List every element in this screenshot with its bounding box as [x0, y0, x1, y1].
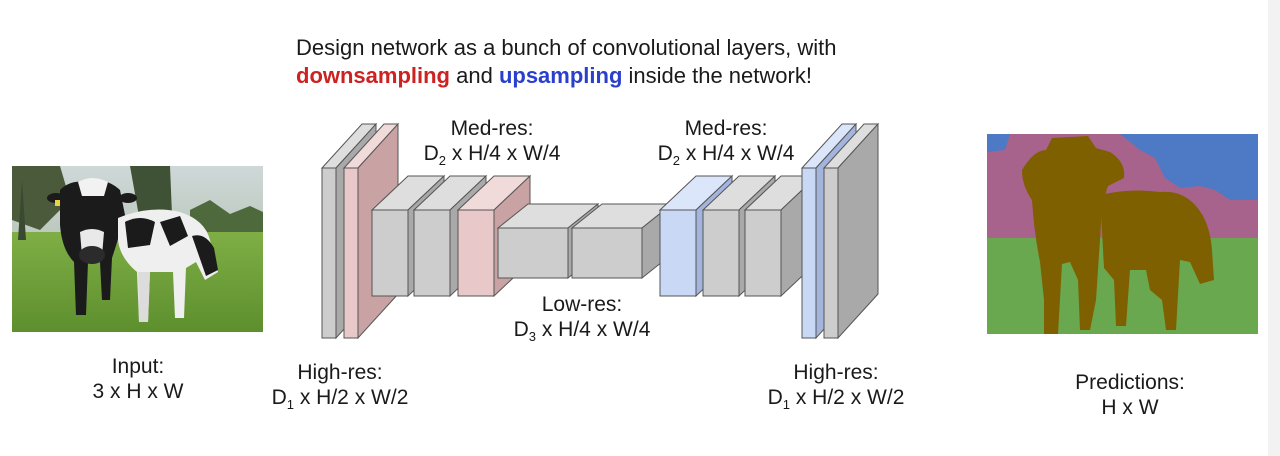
network-blocks	[320, 122, 880, 340]
seg-cow-right	[1100, 190, 1214, 330]
upsampling-word: upsampling	[498, 63, 623, 88]
predictions-label-dims: H x W	[1101, 396, 1159, 419]
title-line-2: downsampling and upsampling inside the n…	[296, 62, 837, 90]
input-label-title: Input:	[111, 355, 165, 378]
title-line-1: Design network as a bunch of convolution…	[296, 35, 837, 60]
med-res-left-title: Med-res:	[450, 117, 534, 140]
prediction-image	[987, 134, 1258, 334]
input-label: Input: 3 x H x W	[78, 354, 198, 404]
input-label-dims: 3 x H x W	[92, 380, 184, 403]
block-high-res-4	[822, 122, 880, 340]
high-res-right-title: High-res:	[793, 361, 879, 384]
high-res-right-label: High-res: D1 x H/2 x W/2	[746, 360, 926, 417]
low-res-dims: D3 x H/4 x W/4	[513, 318, 651, 345]
predictions-label: Predictions: H x W	[1050, 370, 1210, 420]
block-low-res-2	[570, 202, 674, 280]
diagram-title: Design network as a bunch of convolution…	[296, 34, 837, 90]
title-rest: inside the network!	[622, 63, 812, 88]
block-low-res-1	[496, 202, 600, 280]
seg-cow-left	[1022, 136, 1125, 334]
title-and: and	[450, 63, 499, 88]
high-res-right-dims: D1 x H/2 x W/2	[767, 386, 905, 413]
seg-sky-blue	[1120, 134, 1258, 200]
low-res-title: Low-res:	[541, 293, 623, 316]
high-res-left-label: High-res: D1 x H/2 x W/2	[250, 360, 430, 417]
predictions-label-title: Predictions:	[1075, 371, 1185, 394]
med-res-right-dims: D2 x H/4 x W/4	[657, 142, 795, 169]
med-res-left-dims: D2 x H/4 x W/4	[423, 142, 561, 169]
input-image	[12, 166, 263, 332]
med-res-left-label: Med-res: D2 x H/4 x W/4	[402, 116, 582, 173]
downsampling-word: downsampling	[296, 63, 450, 88]
high-res-left-dims: D1 x H/2 x W/2	[271, 386, 409, 413]
med-res-right-label: Med-res: D2 x H/4 x W/4	[636, 116, 816, 173]
low-res-label: Low-res: D3 x H/4 x W/4	[492, 292, 672, 349]
scrollbar-track	[1268, 0, 1280, 456]
med-res-right-title: Med-res:	[684, 117, 768, 140]
high-res-left-title: High-res:	[297, 361, 383, 384]
